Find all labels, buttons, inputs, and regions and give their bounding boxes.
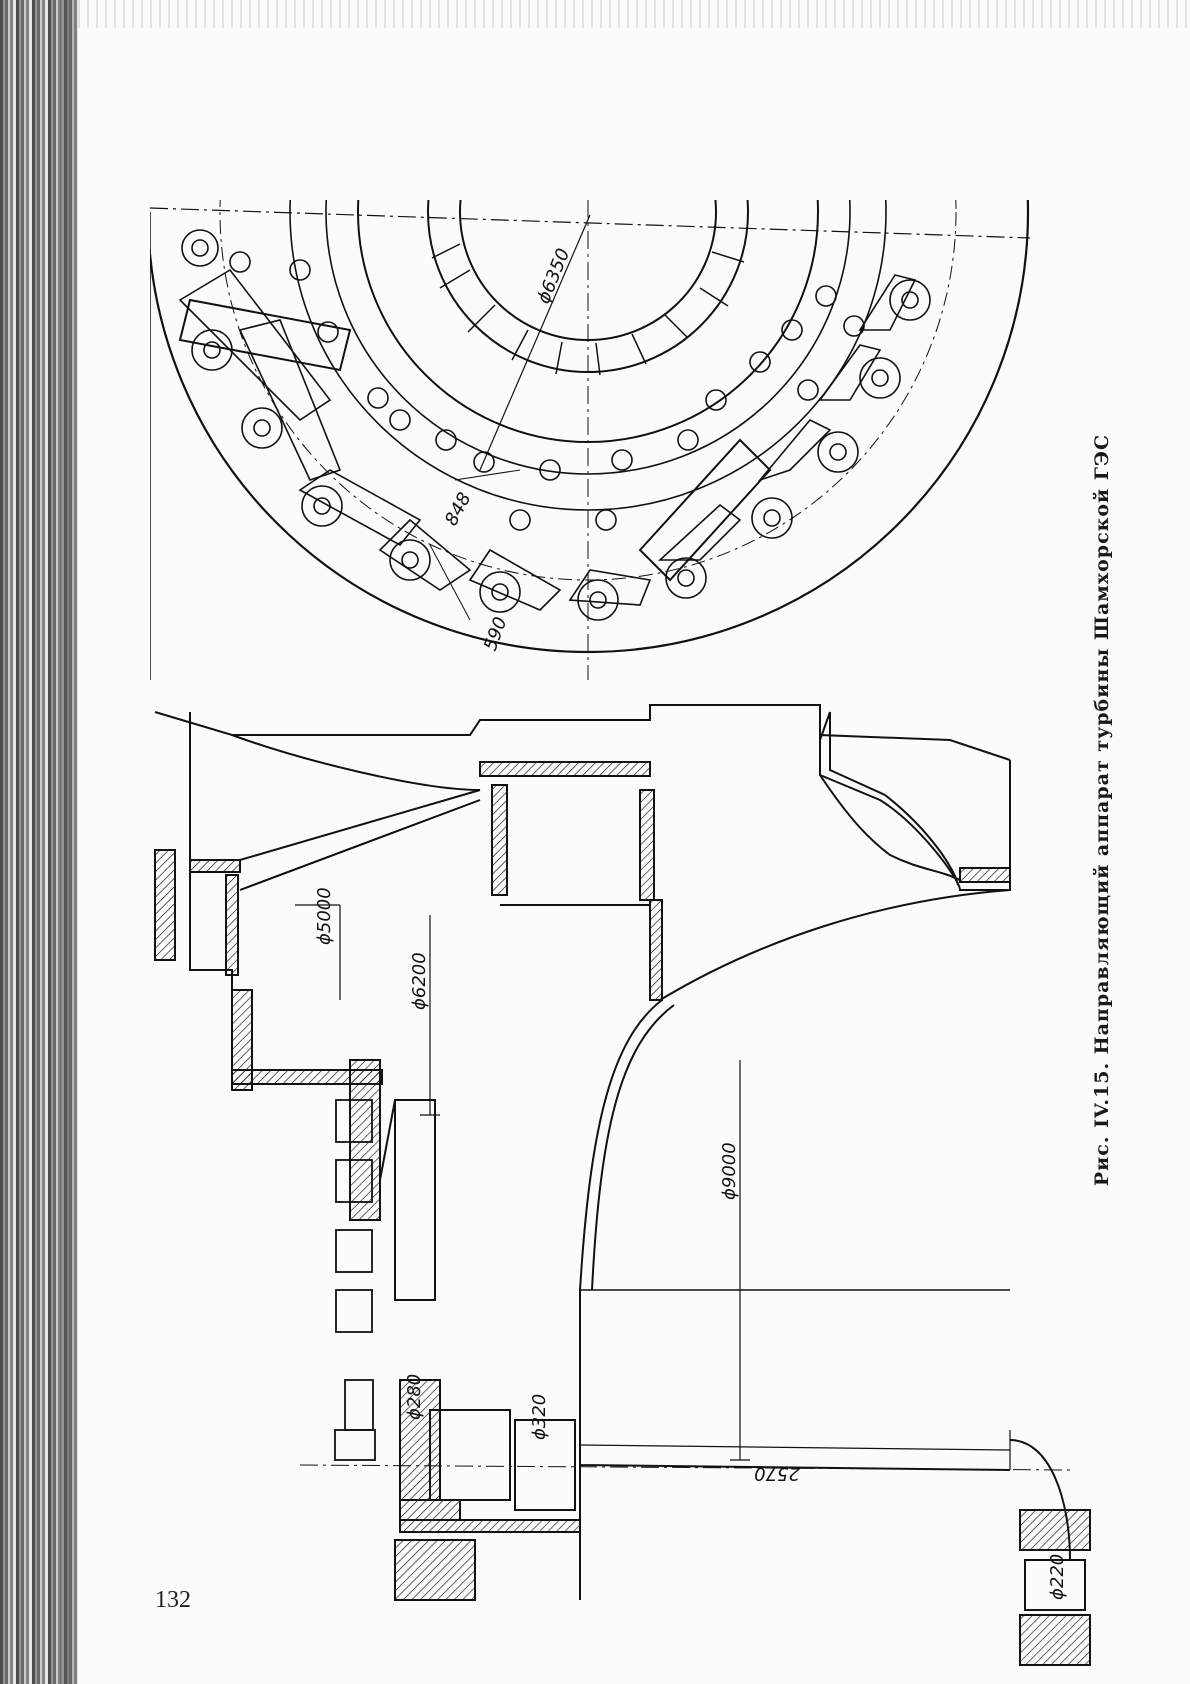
dim-label-280: ϕ280 <box>404 1374 425 1420</box>
section-view <box>155 705 1090 1665</box>
plan-axis-line <box>150 208 1030 238</box>
dim-label-6350: ϕ6350 <box>533 246 574 307</box>
dim-label-6200: ϕ6200 <box>409 952 430 1010</box>
page-number: 132 <box>155 1587 191 1614</box>
dim-label-2570: 2570 <box>754 1463 800 1484</box>
figure-caption-text: Рис. IV.15. Направляющий аппарат турбины… <box>1091 434 1113 1186</box>
dim-label-5000: ϕ5000 <box>314 887 335 945</box>
dim-590-leader <box>430 545 470 620</box>
dim-label-320: ϕ320 <box>529 1394 550 1440</box>
dim-label-9000: ϕ9000 <box>719 1142 740 1200</box>
dim-label-220: ϕ220 <box>1047 1554 1068 1600</box>
plan-view <box>148 0 1030 680</box>
dim-label-590: 590 <box>480 614 511 653</box>
dim-label-848: 848 <box>441 489 476 529</box>
